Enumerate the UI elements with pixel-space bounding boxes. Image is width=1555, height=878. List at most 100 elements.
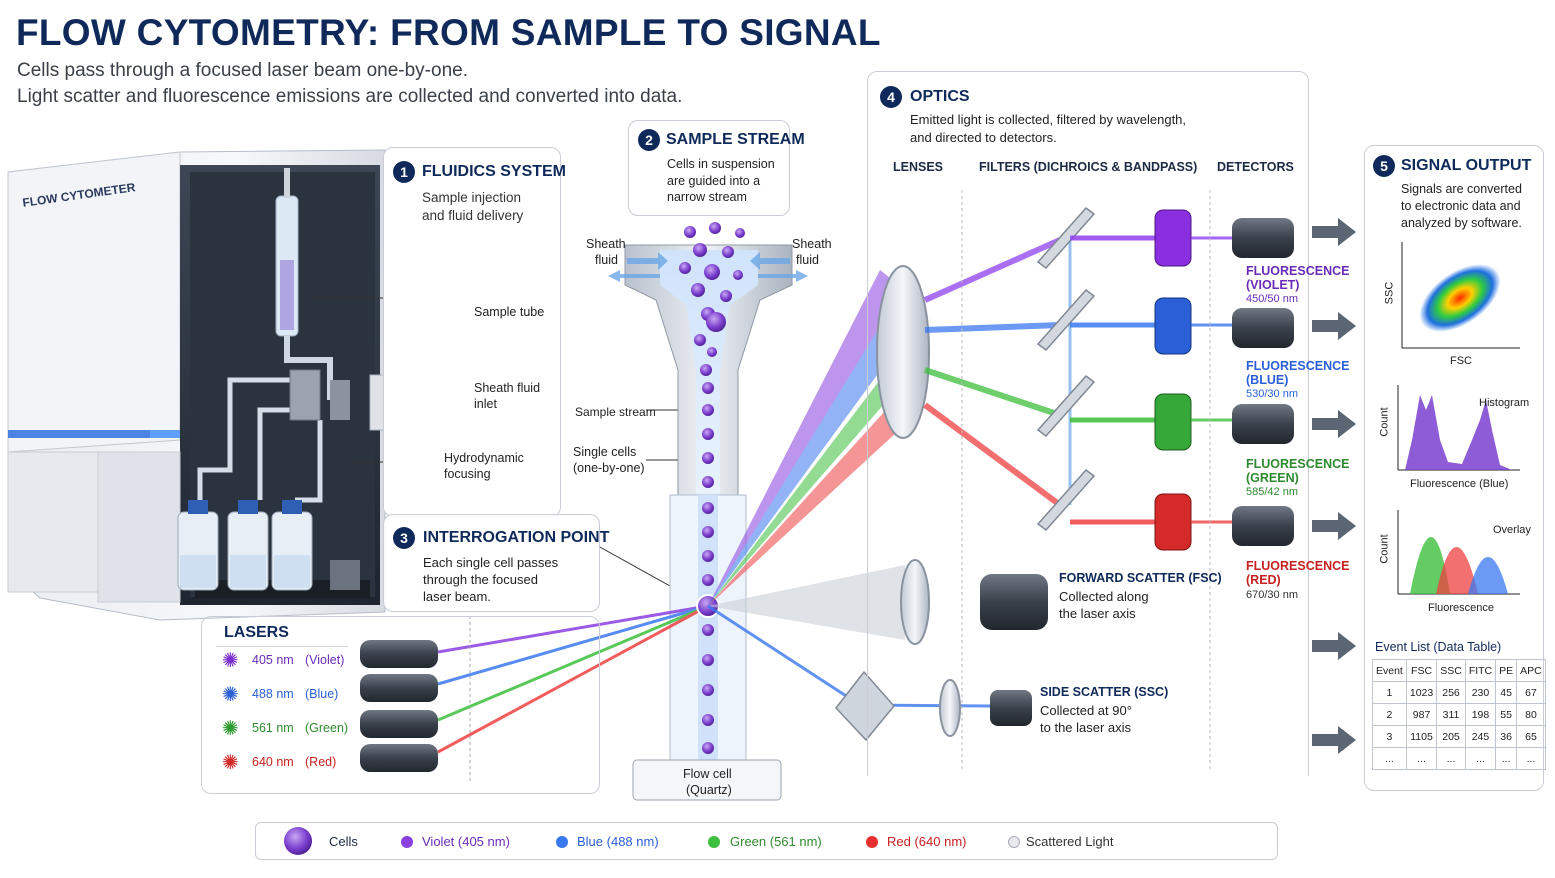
event-cell: 55 bbox=[1495, 703, 1518, 726]
signal-desc-1: Signals are converted bbox=[1401, 182, 1522, 196]
event-cell: 245 bbox=[1464, 725, 1497, 748]
event-header-cell: SSC bbox=[1436, 659, 1466, 682]
histogram-plot bbox=[1397, 385, 1520, 471]
flow-cell-label-1: Flow cell bbox=[683, 767, 732, 781]
scatter-plot bbox=[1401, 242, 1520, 349]
legend-green: Green (561 nm) bbox=[730, 834, 822, 849]
violet-dot-icon bbox=[401, 836, 413, 848]
legend-cells: Cells bbox=[329, 834, 358, 849]
legend-violet: Violet (405 nm) bbox=[422, 834, 510, 849]
laser-561-name: (Green) bbox=[305, 721, 349, 735]
signal-number-badge: 5 bbox=[1373, 155, 1395, 177]
interrogation-panel bbox=[383, 514, 600, 612]
lasers-title: LASERS bbox=[224, 624, 289, 641]
table-row: ... ... ... ... ... ... bbox=[1372, 747, 1546, 770]
sheath-left-1: Sheath bbox=[586, 237, 626, 251]
optics-desc-1: Emitted light is collected, filtered by … bbox=[910, 112, 1187, 127]
laser-405-name: (Violet) bbox=[305, 653, 345, 667]
fluor-violet-filter: 450/50 nm bbox=[1246, 293, 1298, 305]
signal-title: SIGNAL OUTPUT bbox=[1401, 157, 1532, 174]
optics-title: OPTICS bbox=[910, 88, 970, 105]
legend-blue: Blue (488 nm) bbox=[577, 834, 659, 849]
sheath-left-2: fluid bbox=[595, 253, 618, 267]
event-cell: 256 bbox=[1436, 681, 1466, 704]
sheath-inlet-label-1: Sheath fluid bbox=[474, 381, 541, 395]
page-subtitle-1: Cells pass through a focused laser beam … bbox=[17, 60, 468, 81]
histogram-title: Histogram bbox=[1479, 397, 1530, 409]
blue-laser-icon: ✺ bbox=[222, 684, 239, 706]
page-title: FLOW CYTOMETRY: FROM SAMPLE TO SIGNAL bbox=[16, 12, 881, 53]
fsc-desc-2: the laser axis bbox=[1059, 606, 1136, 621]
table-row: 1 1023 256 230 45 67 bbox=[1372, 681, 1546, 704]
sample-stream-title: SAMPLE STREAM bbox=[666, 131, 805, 148]
laser-640-name: (Red) bbox=[305, 755, 337, 769]
scatter-y-label: SSC bbox=[1383, 281, 1396, 305]
event-header-cell: Event bbox=[1372, 659, 1407, 682]
ssc-desc-1: Collected at 90° bbox=[1040, 703, 1132, 718]
event-cell: 230 bbox=[1464, 681, 1497, 704]
flow-cytometer-machine bbox=[7, 149, 399, 621]
laser-640-wavelength: 640 nm bbox=[252, 755, 294, 769]
optics-number-badge: 4 bbox=[880, 86, 902, 108]
detectors bbox=[1232, 218, 1294, 546]
collection-lens bbox=[876, 265, 930, 439]
optics-col-filters: FILTERS (DICHROICS & BANDPASS) bbox=[979, 160, 1198, 174]
red-dot-icon bbox=[866, 836, 878, 848]
event-cell: 36 bbox=[1495, 725, 1518, 748]
sample-stream-desc-3: narrow stream bbox=[667, 190, 747, 204]
red-laser-icon: ✺ bbox=[222, 752, 239, 774]
optics-col-detectors: DETECTORS bbox=[1217, 160, 1294, 174]
laser-561-wavelength: 561 nm bbox=[252, 721, 294, 735]
event-cell: 65 bbox=[1516, 725, 1546, 748]
sample-stream-desc-1: Cells in suspension bbox=[667, 157, 775, 171]
optics-panel bbox=[867, 71, 1309, 776]
sample-stream-label: Sample stream bbox=[575, 405, 656, 419]
table-row: 2 987 311 198 55 80 bbox=[1372, 703, 1546, 726]
hydro-label-1: Hydrodynamic bbox=[444, 451, 524, 465]
event-cell: 45 bbox=[1495, 681, 1518, 704]
signal-desc-3: analyzed by software. bbox=[1401, 216, 1522, 230]
interrogation-title: INTERROGATION POINT bbox=[423, 529, 610, 546]
fluidics-number-badge: 1 bbox=[393, 161, 415, 183]
interrogation-desc-3: laser beam. bbox=[423, 589, 491, 604]
event-cell: ... bbox=[1405, 747, 1438, 770]
event-cell: 1105 bbox=[1405, 725, 1438, 748]
interrogation-number-badge: 3 bbox=[393, 527, 415, 549]
event-cell: ... bbox=[1516, 747, 1546, 770]
fluidics-title: FLUIDICS SYSTEM bbox=[422, 163, 567, 180]
histogram-x-label: Fluorescence (Blue) bbox=[1410, 478, 1509, 490]
flow-cell-illustration bbox=[608, 222, 808, 801]
fluor-red-title: FLUORESCENCE bbox=[1246, 559, 1350, 573]
event-cell: 67 bbox=[1516, 681, 1546, 704]
fluor-blue-sub: (BLUE) bbox=[1246, 373, 1289, 387]
laser-beams bbox=[437, 604, 709, 754]
laser-488-wavelength: 488 nm bbox=[252, 687, 294, 701]
fsc-title: FORWARD SCATTER (FSC) bbox=[1059, 571, 1222, 585]
output-arrows bbox=[1312, 218, 1356, 754]
sample-stream-number-badge: 2 bbox=[638, 129, 660, 151]
fluor-blue-filter: 530/30 nm bbox=[1246, 388, 1298, 400]
green-dot-icon bbox=[708, 836, 720, 848]
laser-405-wavelength: 405 nm bbox=[252, 653, 294, 667]
emission-cone bbox=[708, 270, 912, 606]
event-table: Event FSC SSC FITC PE APC 1 1023 256 230… bbox=[1372, 659, 1546, 770]
dichroic-mirrors bbox=[1036, 206, 1096, 532]
event-cell: 198 bbox=[1464, 703, 1497, 726]
single-cells-label-1: Single cells bbox=[573, 445, 637, 459]
interrogation-desc-2: through the focused bbox=[423, 572, 538, 587]
signal-desc-2: to electronic data and bbox=[1401, 199, 1521, 213]
violet-laser-icon: ✺ bbox=[222, 650, 239, 672]
optics-col-lenses: LENSES bbox=[893, 160, 944, 174]
event-cell: 80 bbox=[1516, 703, 1546, 726]
legend-red: Red (640 nm) bbox=[887, 834, 967, 849]
event-cell: 1 bbox=[1372, 681, 1407, 704]
event-cell: 3 bbox=[1372, 725, 1407, 748]
legend-cell-icon bbox=[284, 827, 312, 855]
overlay-plot bbox=[1397, 510, 1520, 595]
event-cell: 2 bbox=[1372, 703, 1407, 726]
sample-tube-label: Sample tube bbox=[474, 305, 545, 319]
event-cell: 205 bbox=[1436, 725, 1466, 748]
event-header-cell: PE bbox=[1495, 659, 1518, 682]
sheath-right-1: Sheath bbox=[792, 237, 832, 251]
